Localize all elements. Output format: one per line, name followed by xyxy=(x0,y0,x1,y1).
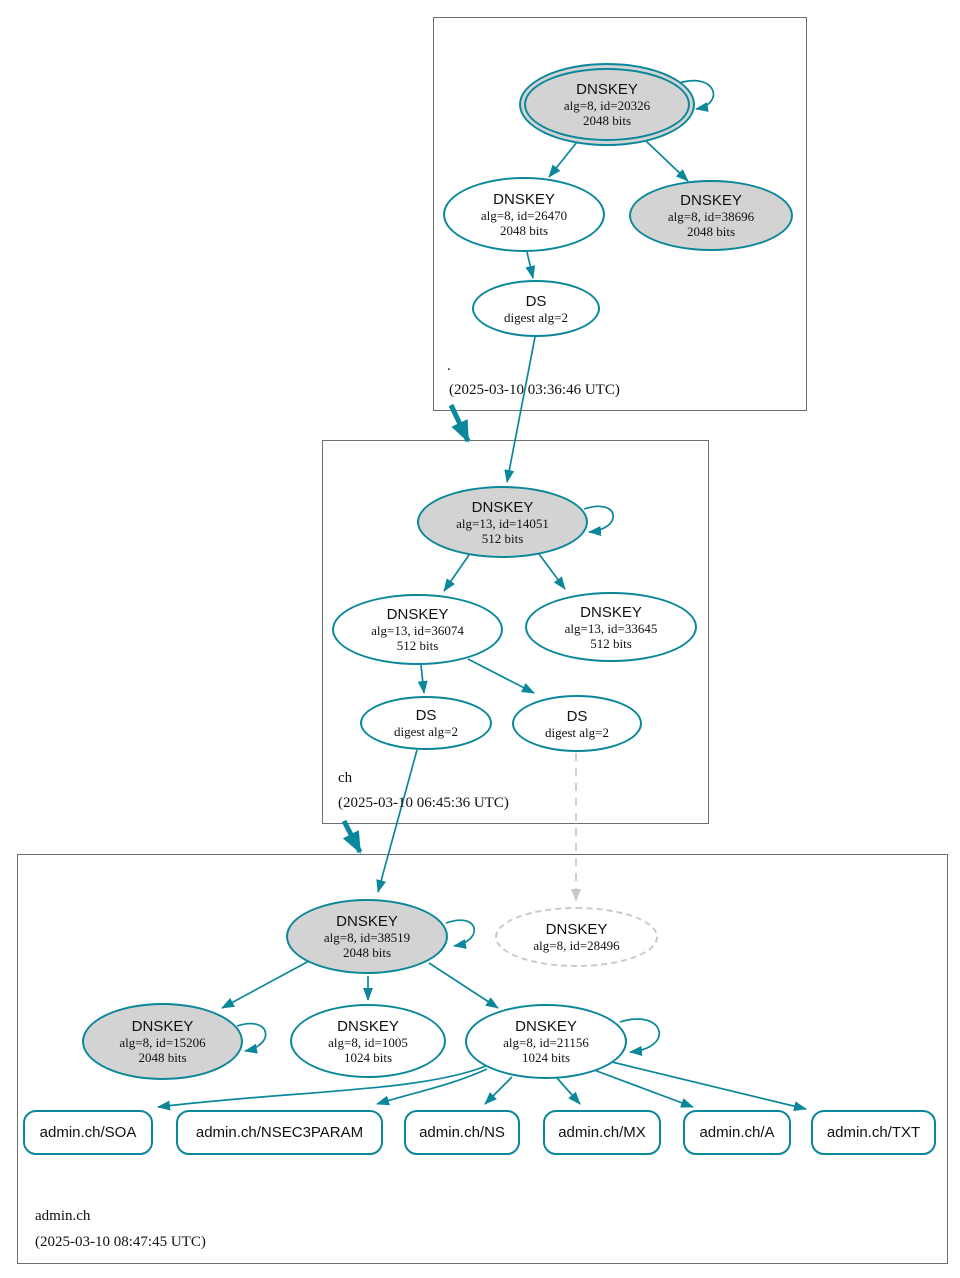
node-title: DNSKEY xyxy=(493,191,555,208)
zone-box-admin-ch xyxy=(17,854,948,1264)
node-title: DS xyxy=(525,292,547,310)
node-detail: alg=8, id=15206 xyxy=(119,1035,206,1050)
node-dnskey-15206[interactable]: DNSKEY alg=8, id=15206 2048 bits xyxy=(82,1003,243,1080)
node-title: DNSKEY xyxy=(337,1017,399,1035)
zone-timestamp-admin-ch: (2025-03-10 08:47:45 UTC) xyxy=(35,1234,206,1250)
node-detail: alg=8, id=38696 xyxy=(667,209,755,224)
zone-box-root xyxy=(433,17,807,411)
node-bits: 512 bits xyxy=(481,530,524,546)
node-bits: 512 bits xyxy=(590,635,632,651)
node-detail: alg=8, id=20326 xyxy=(563,98,651,113)
zone-label-ch: ch xyxy=(338,770,353,786)
rrset-admin-ch-soa[interactable]: admin.ch/SOA xyxy=(23,1110,153,1155)
zone-timestamp-root: (2025-03-10 03:36:46 UTC) xyxy=(449,382,620,398)
node-title: DS xyxy=(566,707,588,725)
node-bits: 2048 bits xyxy=(686,224,736,239)
node-bits: 1024 bits xyxy=(343,1049,393,1065)
node-detail: alg=13, id=36074 xyxy=(371,623,464,638)
rrset-admin-ch-nsec3param[interactable]: admin.ch/NSEC3PARAM xyxy=(176,1110,383,1155)
node-detail: alg=8, id=1005 xyxy=(328,1034,408,1050)
zone-label-root: . xyxy=(447,358,451,374)
node-title: DS xyxy=(415,707,437,724)
node-detail: digest alg=2 xyxy=(393,724,459,739)
node-detail: alg=8, id=28496 xyxy=(533,938,620,953)
node-ds-ch-2[interactable]: DS digest alg=2 xyxy=(512,695,642,752)
node-detail: alg=8, id=38519 xyxy=(323,930,411,945)
node-dnskey-26470[interactable]: DNSKEY alg=8, id=26470 2048 bits xyxy=(443,177,605,252)
node-bits: 2048 bits xyxy=(342,945,392,960)
node-detail: alg=13, id=33645 xyxy=(564,620,658,636)
node-ds-root[interactable]: DS digest alg=2 xyxy=(472,280,600,337)
node-title: DNSKEY xyxy=(336,913,398,930)
rrset-admin-ch-txt[interactable]: admin.ch/TXT xyxy=(811,1110,936,1155)
node-dnskey-28496-missing[interactable]: DNSKEY alg=8, id=28496 xyxy=(495,907,658,967)
node-detail: digest alg=2 xyxy=(544,724,610,740)
node-title: DNSKEY xyxy=(545,921,608,938)
node-bits: 2048 bits xyxy=(138,1050,187,1065)
node-bits: 512 bits xyxy=(396,638,439,653)
node-dnskey-36074[interactable]: DNSKEY alg=13, id=36074 512 bits xyxy=(332,594,503,665)
edge-delegation-ch-to-admin xyxy=(341,819,363,854)
node-detail: digest alg=2 xyxy=(503,309,569,325)
node-bits: 2048 bits xyxy=(582,113,632,128)
rrset-admin-ch-ns[interactable]: admin.ch/NS xyxy=(404,1110,520,1155)
rrset-admin-ch-mx[interactable]: admin.ch/MX xyxy=(543,1110,661,1155)
node-dnskey-20326-ksk[interactable]: DNSKEY alg=8, id=20326 2048 bits xyxy=(519,63,695,146)
node-bits: 1024 bits xyxy=(521,1050,571,1065)
node-title: DNSKEY xyxy=(576,81,638,98)
rrset-admin-ch-a[interactable]: admin.ch/A xyxy=(683,1110,791,1155)
node-title: DNSKEY xyxy=(131,1018,194,1035)
node-detail: alg=8, id=21156 xyxy=(503,1035,589,1050)
zone-timestamp-ch: (2025-03-10 06:45:36 UTC) xyxy=(338,795,509,811)
node-detail: alg=8, id=26470 xyxy=(480,208,568,223)
node-detail: alg=13, id=14051 xyxy=(456,515,549,531)
node-dnskey-21156[interactable]: DNSKEY alg=8, id=21156 1024 bits xyxy=(465,1004,627,1079)
node-title: DNSKEY xyxy=(515,1018,577,1035)
node-dnskey-1005[interactable]: DNSKEY alg=8, id=1005 1024 bits xyxy=(290,1004,446,1078)
node-dnskey-33645[interactable]: DNSKEY alg=13, id=33645 512 bits xyxy=(525,592,697,662)
node-dnskey-38696[interactable]: DNSKEY alg=8, id=38696 2048 bits xyxy=(629,180,793,251)
node-title: DNSKEY xyxy=(580,603,642,621)
node-title: DNSKEY xyxy=(471,498,534,516)
node-ds-ch-1[interactable]: DS digest alg=2 xyxy=(360,696,492,750)
node-bits: 2048 bits xyxy=(499,223,549,238)
node-dnskey-38519-ksk[interactable]: DNSKEY alg=8, id=38519 2048 bits xyxy=(286,899,448,974)
zone-label-admin-ch: admin.ch xyxy=(35,1208,91,1224)
node-dnskey-14051-ksk[interactable]: DNSKEY alg=13, id=14051 512 bits xyxy=(417,486,588,558)
node-title: DNSKEY xyxy=(386,606,449,623)
node-title: DNSKEY xyxy=(680,192,742,209)
